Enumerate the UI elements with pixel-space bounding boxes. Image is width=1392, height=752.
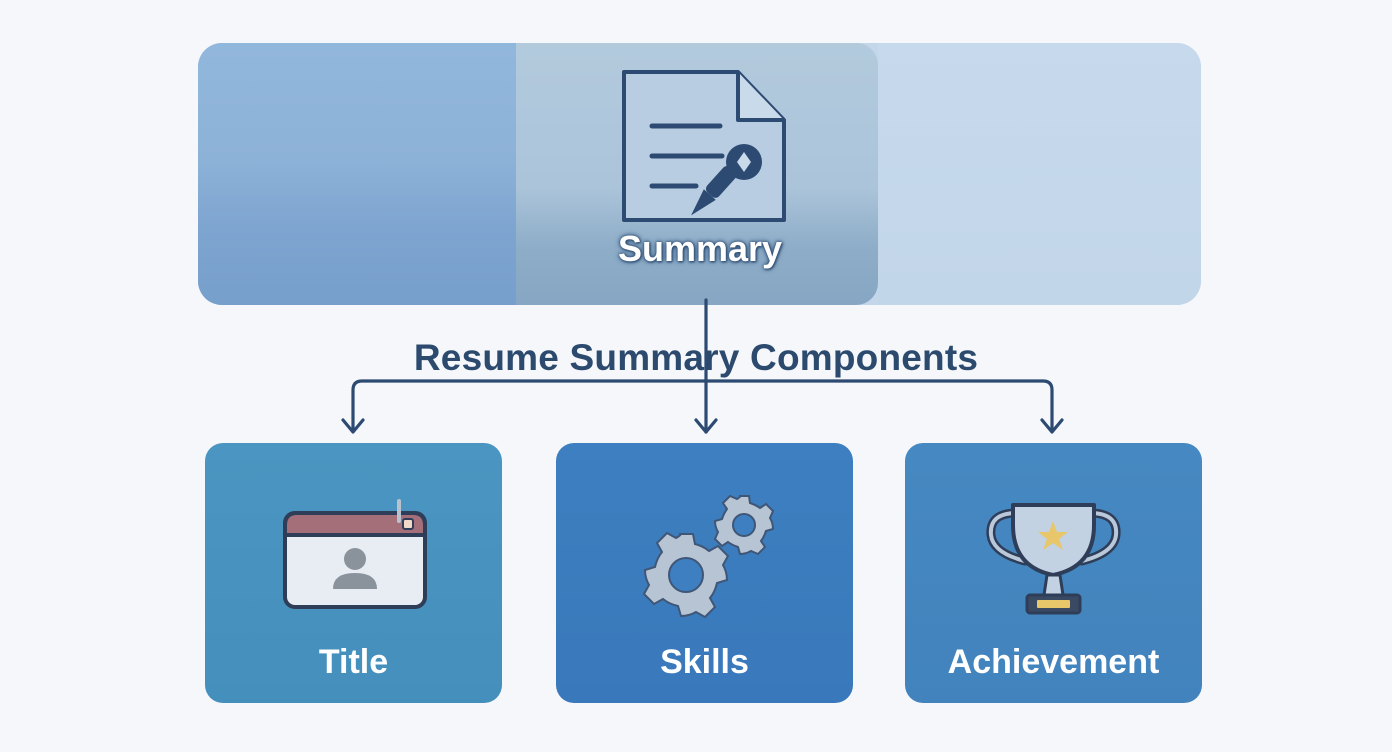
banner-right-panel <box>878 43 1201 305</box>
component-label-title: Title <box>318 643 389 681</box>
document-pen-icon <box>622 70 786 222</box>
diagram-title: Resume Summary Components <box>413 337 979 378</box>
arrow-head-title <box>341 418 365 434</box>
profile-card-icon <box>283 499 427 609</box>
gears-icon <box>642 495 775 619</box>
connector-branch <box>351 379 1054 432</box>
component-label-achievement: Achievement <box>947 643 1160 681</box>
component-card-achievement: Achievement <box>905 443 1202 703</box>
component-card-title: Title <box>205 443 502 703</box>
arrow-head-achievement <box>1040 418 1064 434</box>
trophy-icon <box>986 503 1121 615</box>
banner-left-panel <box>198 43 518 305</box>
summary-label: Summary <box>617 228 783 269</box>
component-label-skills: Skills <box>660 643 749 681</box>
arrow-head-skills <box>694 418 718 434</box>
component-card-skills: Skills <box>556 443 853 703</box>
